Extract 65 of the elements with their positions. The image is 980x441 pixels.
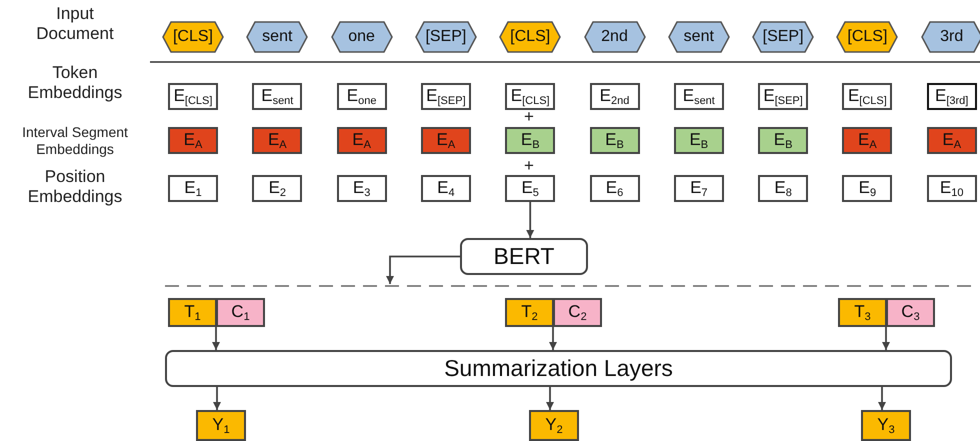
row-label: Input Document [35, 4, 115, 45]
embedding-box: E$_{one}$ [336, 83, 387, 110]
token-hexagon: [CLS] [836, 21, 898, 53]
embedding-box: E$_{B}$ [505, 127, 556, 154]
embedding-box: C$_{2}$ [553, 298, 602, 327]
token-hexagon: [CLS] [499, 21, 562, 53]
embedding-box: E$_{sent}$ [252, 83, 302, 110]
token-hexagon: sent [246, 21, 308, 53]
embedding-box: E$_{2nd}$ [590, 83, 640, 110]
row-label: Token Embeddings [26, 63, 124, 104]
embedding-box: E$_{[CLS]}$ [168, 83, 218, 110]
embedding-box: T$_{3}$ [838, 298, 887, 327]
arrow [548, 327, 558, 350]
embedding-box: E$_{[SEP]}$ [758, 83, 808, 110]
arrow [212, 327, 220, 350]
arrow [212, 387, 222, 410]
arrow [526, 202, 534, 238]
arrow [386, 256, 460, 284]
token-hexagon: [CLS] [162, 21, 224, 53]
embedding-box: Y$_{1}$ [196, 410, 246, 441]
token-hexagon: [SEP] [414, 21, 477, 53]
embedding-box: T$_{2}$ [505, 298, 554, 327]
embedding-box: E$_{A}$ [420, 127, 471, 154]
embedding-box: E$_{A}$ [842, 127, 892, 154]
embedding-box: E$_{9}$ [842, 175, 892, 202]
token-hexagon: 3rd [920, 21, 980, 53]
embedding-box: E$_{4}$ [420, 175, 471, 202]
process-box: Summarization Layers [165, 350, 952, 387]
embedding-box: E$_{[CLS]}$ [505, 83, 556, 110]
embedding-box: E$_{1}$ [168, 175, 218, 202]
embedding-box: E$_{B}$ [674, 127, 724, 154]
embedding-box: C$_{3}$ [886, 298, 935, 327]
embedding-box: E$_{10}$ [926, 175, 977, 202]
embedding-box: E$_{B}$ [758, 127, 808, 154]
token-hexagon: one [330, 21, 393, 53]
embedding-box: E$_{3}$ [336, 175, 387, 202]
arrow [882, 327, 890, 350]
embedding-box: E$_{A}$ [252, 127, 302, 154]
embedding-box: E$_{A}$ [926, 127, 977, 154]
embedding-box: E$_{sent}$ [674, 83, 724, 110]
arrow [878, 387, 886, 410]
plus-sign: + [523, 107, 535, 128]
embedding-box: E$_{2}$ [252, 175, 302, 202]
embedding-box: E$_{B}$ [590, 127, 640, 154]
embedding-box: E$_{7}$ [674, 175, 724, 202]
arrow [546, 387, 554, 410]
embedding-box: C$_{1}$ [216, 298, 265, 327]
embedding-box: E$_{[CLS]}$ [842, 83, 892, 110]
embedding-box: Y$_{2}$ [529, 410, 579, 441]
token-hexagon: [SEP] [752, 21, 814, 53]
token-hexagon: sent [668, 21, 730, 53]
embedding-box: E$_{6}$ [590, 175, 640, 202]
plus-sign: + [523, 156, 535, 176]
embedding-box: E$_{[3rd]}$ [926, 83, 977, 110]
row-label: Interval Segment Embeddings [21, 124, 129, 158]
process-box: BERT [460, 238, 588, 275]
token-hexagon: 2nd [584, 21, 646, 53]
embedding-box: Y$_{3}$ [861, 410, 911, 441]
embedding-box: E$_{8}$ [758, 175, 808, 202]
embedding-box: E$_{5}$ [505, 175, 556, 202]
embedding-box: E$_{A}$ [336, 127, 387, 154]
embedding-box: E$_{A}$ [168, 127, 218, 154]
row-label: Position Embeddings [26, 167, 124, 208]
embedding-box: T$_{1}$ [168, 298, 217, 327]
embedding-box: E$_{[SEP]}$ [420, 83, 471, 110]
